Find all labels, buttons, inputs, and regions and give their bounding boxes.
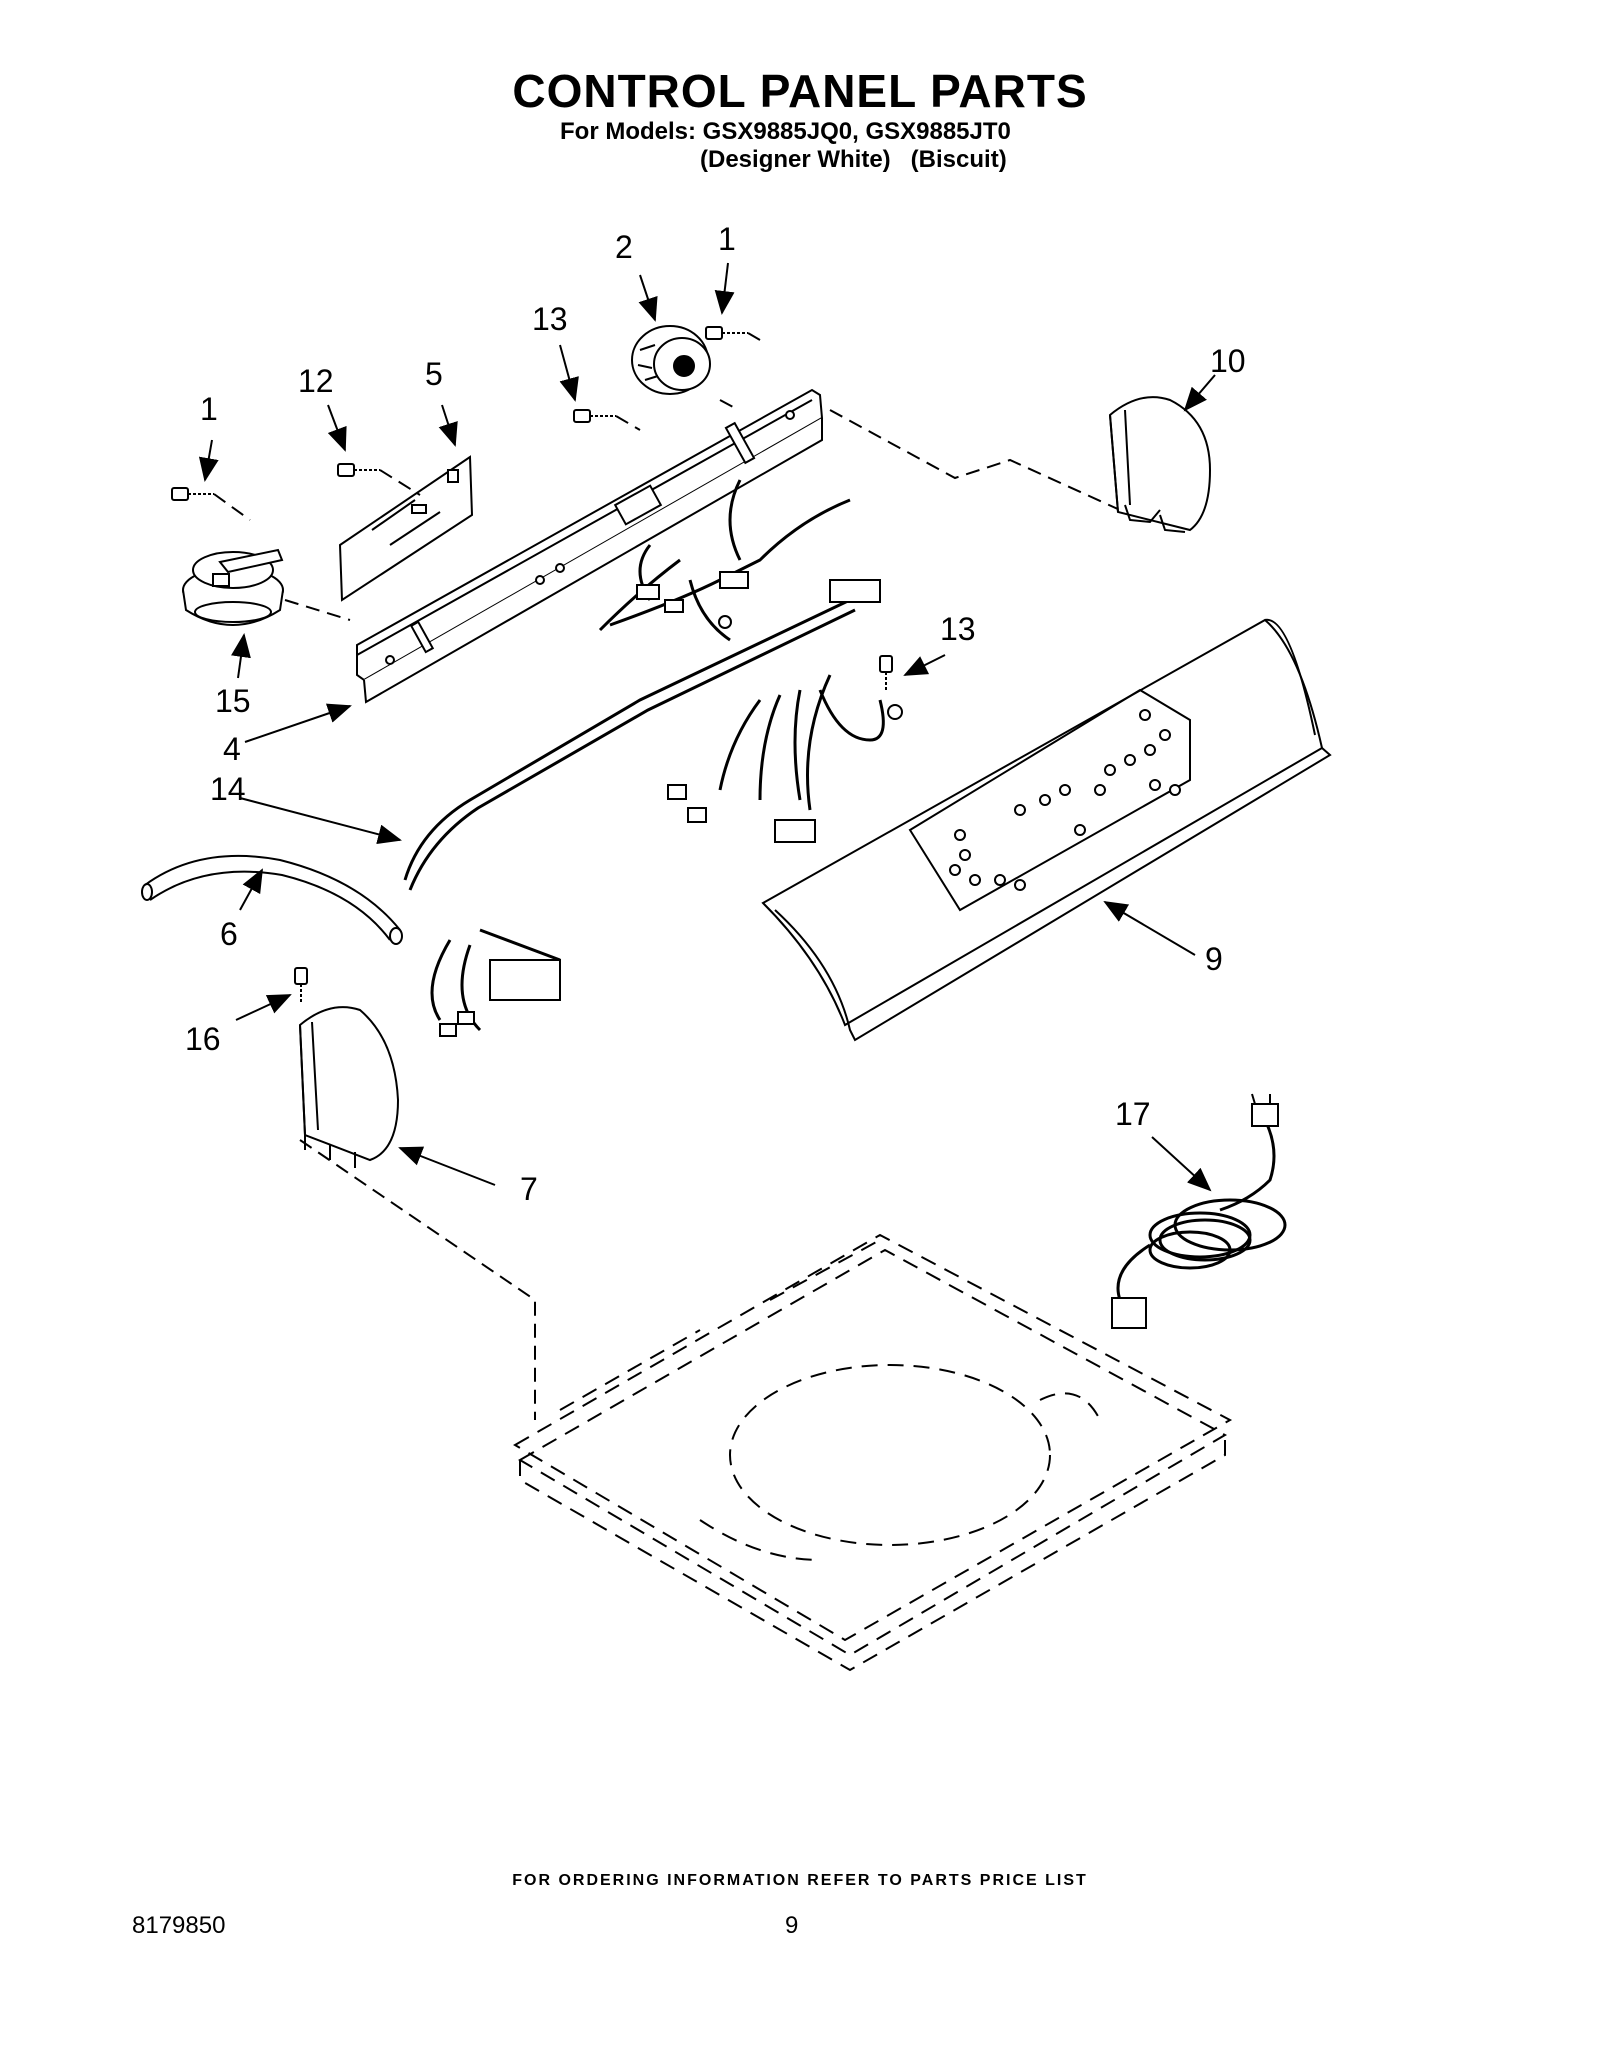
callout-16: 16: [185, 1021, 221, 1057]
control-plate: [338, 455, 474, 602]
callout-13-right: 13: [940, 611, 976, 647]
callout-9: 9: [1205, 941, 1223, 977]
callout-1-left: 1: [200, 391, 218, 427]
document-number: 8179850: [132, 1912, 226, 1939]
models-line: For Models: GSX9885JQ0, GSX9885JT0: [560, 118, 1011, 145]
callout-1-top: 1: [718, 221, 736, 257]
screws: [171, 326, 893, 1004]
selector-switch: [182, 548, 284, 626]
callout-4: 4: [223, 731, 241, 767]
callout-14: 14: [210, 771, 246, 807]
callout-13-top: 13: [532, 301, 568, 337]
callout-17: 17: [1115, 1096, 1151, 1132]
exploded-view-leaders: [213, 332, 1121, 1420]
page-title: CONTROL PANEL PARTS: [512, 65, 1088, 117]
timer-motor: [631, 325, 711, 395]
callout-7: 7: [520, 1171, 538, 1207]
screw-1-left: [171, 487, 214, 501]
callout-6: 6: [220, 916, 238, 952]
control-panel-rail: [356, 388, 824, 704]
cabinet-top-outline: [513, 1233, 1233, 1672]
callout-2: 2: [615, 229, 633, 265]
power-cord: [1116, 1119, 1287, 1311]
console-holes: [949, 709, 1181, 891]
screw-12: [337, 463, 380, 477]
callout-5: 5: [425, 356, 443, 392]
callout-arrows: [198, 262, 1216, 1192]
screw-13-top: [573, 409, 616, 423]
screw-1-top: [705, 326, 748, 340]
callout-15: 15: [215, 683, 251, 719]
end-cap-right: [1108, 396, 1212, 533]
page-number: 9: [785, 1912, 799, 1939]
console-panel: [761, 618, 1332, 1042]
callout-labels: 1 12 5 13 2 1 10 15 4 13 14 6 9 16 7 17: [185, 221, 1246, 1207]
harness-connectors: [439, 571, 903, 1037]
end-cap-left: [298, 1006, 400, 1168]
screw-13-right: [879, 655, 893, 692]
ordering-note: FOR ORDERING INFORMATION REFER TO PARTS …: [512, 1872, 1088, 1889]
screw-16: [294, 967, 308, 1004]
colors-line: (Designer White) (Biscuit): [700, 146, 1007, 173]
callout-10: 10: [1210, 343, 1246, 379]
callout-12: 12: [298, 363, 334, 399]
hose: [141, 854, 403, 945]
power-cord-ends: [1111, 1093, 1279, 1329]
